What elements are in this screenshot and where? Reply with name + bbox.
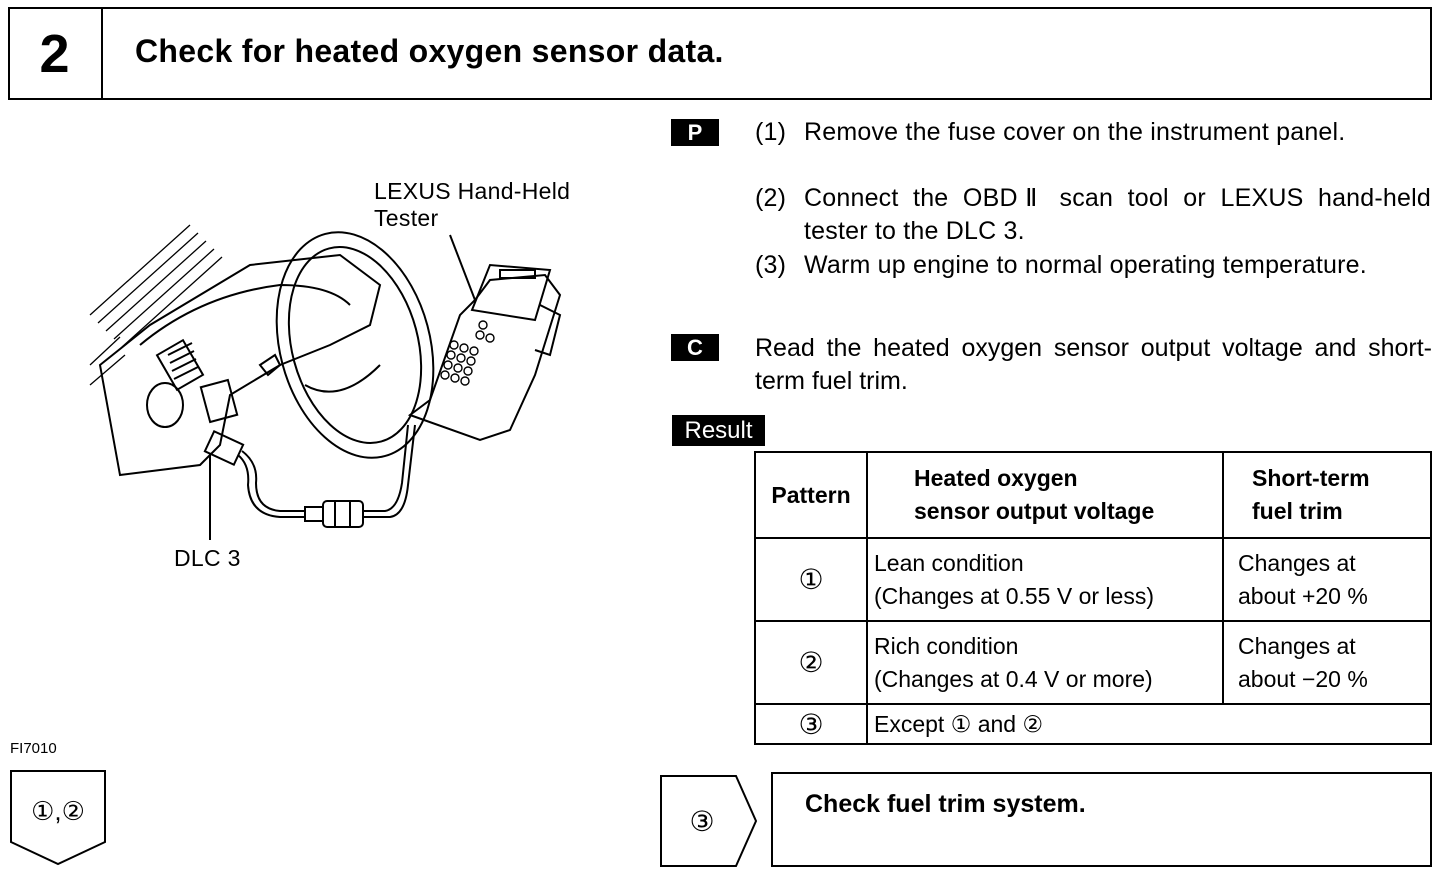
header-voltage-line2: sensor output voltage xyxy=(914,498,1155,524)
pattern-cell: ③ xyxy=(754,703,868,745)
trim-line2: about +20 % xyxy=(1238,582,1368,609)
header-pattern: Pattern xyxy=(754,451,868,539)
header-trim-line1: Short-term xyxy=(1252,465,1370,491)
trim-cell: Changes at about −20 % xyxy=(1222,620,1432,705)
dashboard-outline xyxy=(98,253,382,477)
ignition-key xyxy=(258,353,282,377)
next-action-text: Check fuel trim system. xyxy=(805,790,1086,818)
left-result-badge[interactable]: ①,② xyxy=(10,770,110,866)
voltage-line1: Rich condition xyxy=(874,632,1019,659)
check-tag: C xyxy=(671,334,719,361)
header-trim: Short-term fuel trim xyxy=(1222,451,1432,539)
header-voltage: Heated oxygen sensor output voltage xyxy=(866,451,1224,539)
voltage-line1: Lean condition xyxy=(874,549,1024,576)
result-tag: Result xyxy=(672,415,765,446)
dlc-label: DLC 3 xyxy=(174,545,241,571)
header-trim-line2: fuel trim xyxy=(1252,498,1343,524)
dash-knob xyxy=(146,382,184,428)
dlc-connection-illustration xyxy=(89,224,562,540)
scan-cable xyxy=(237,454,305,518)
trim-line1: Changes at xyxy=(1238,549,1356,576)
pattern-cell: ① xyxy=(754,537,868,622)
check-instruction: Read the heated oxygen sensor output vol… xyxy=(755,334,1432,395)
voltage-cell: Except ① and ② xyxy=(866,703,1432,745)
table-row: ② Rich condition (Changes at 0.4 V or mo… xyxy=(754,620,1432,705)
table-row: ③ Except ① and ② xyxy=(754,703,1432,745)
voltage-line2: (Changes at 0.4 V or more) xyxy=(874,665,1153,692)
hand-held-tester-device xyxy=(407,263,562,442)
next-action-box[interactable] xyxy=(771,772,1432,867)
step-header xyxy=(8,7,1432,100)
step-title: Check for heated oxygen sensor data. xyxy=(135,33,724,69)
trim-line1: Changes at xyxy=(1238,632,1356,659)
voltage-cell: Rich condition (Changes at 0.4 V or more… xyxy=(866,620,1224,705)
step-text: Connect the OBDⅡ scan tool or LEXUS hand… xyxy=(804,184,1431,245)
right-result-badge[interactable]: ③ xyxy=(660,775,760,869)
voltage-cell: Lean condition (Changes at 0.55 V or les… xyxy=(866,537,1224,622)
trim-line2: about −20 % xyxy=(1238,665,1368,692)
air-vent xyxy=(155,338,205,392)
step-text: Remove the fuse cover on the instrument … xyxy=(804,118,1346,146)
cable-adapter xyxy=(304,506,324,522)
header-voltage-line1: Heated oxygen xyxy=(914,465,1078,491)
steering-wheel xyxy=(275,231,435,459)
step-text: Warm up engine to normal operating tempe… xyxy=(804,251,1367,279)
step-num: (3) xyxy=(755,251,787,279)
left-badge-label: ①,② xyxy=(31,796,85,826)
table-row: ① Lean condition (Changes at 0.55 V or l… xyxy=(754,537,1432,622)
trim-cell: Changes at about +20 % xyxy=(1222,537,1432,622)
dashboard-hatching xyxy=(89,224,223,386)
voltage-line2: (Changes at 0.55 V or less) xyxy=(874,582,1154,609)
step-num: (1) xyxy=(755,118,787,146)
tester-label: LEXUS Hand-Held xyxy=(374,178,571,204)
result-table: Pattern Heated oxygen sensor output volt… xyxy=(754,451,1432,745)
step-num: (2) xyxy=(755,184,787,212)
right-badge-label: ③ xyxy=(689,806,714,837)
step-number: 2 xyxy=(8,7,103,100)
tester-label-line2: Tester xyxy=(374,205,439,231)
pattern-cell: ② xyxy=(754,620,868,705)
tester-leader-line xyxy=(449,234,476,301)
table-header-row: Pattern Heated oxygen sensor output volt… xyxy=(754,451,1432,539)
procedure-tag: P xyxy=(671,119,719,146)
figure-id: FI7010 xyxy=(10,740,57,757)
fuse-panel xyxy=(199,378,239,424)
